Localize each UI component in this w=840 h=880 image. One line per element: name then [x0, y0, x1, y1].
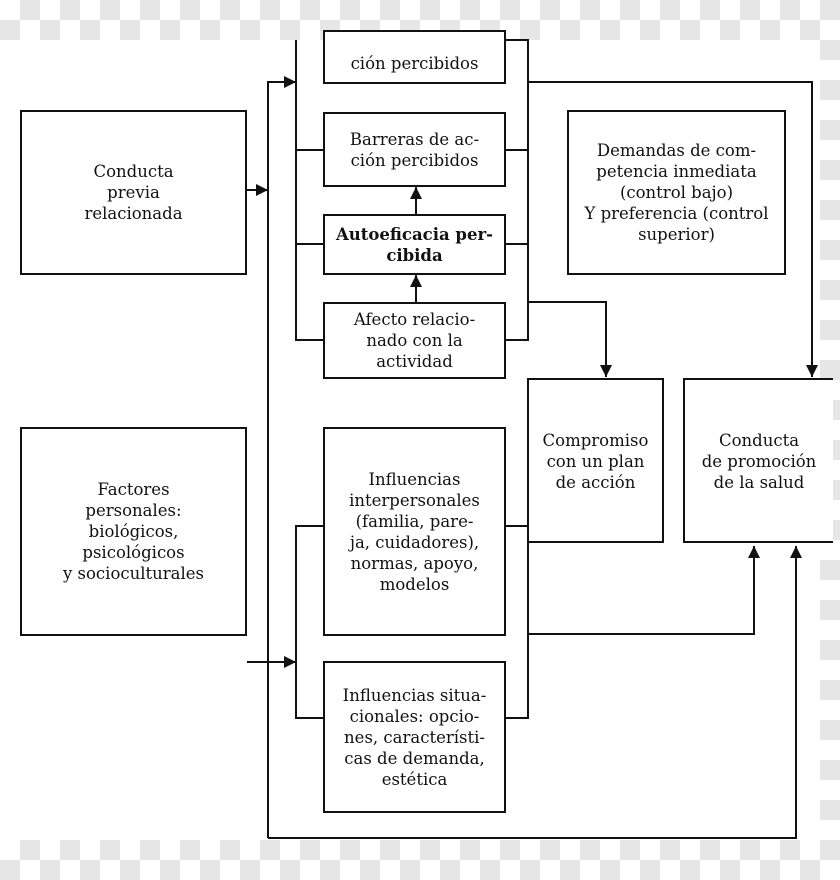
- compromiso-box: Compromiso con un plan de acción: [527, 378, 664, 543]
- barreras-label: Barreras de ac- ción percibidos: [349, 129, 480, 170]
- conducta-promocion-box: Conducta de promoción de la salud: [683, 378, 833, 543]
- autoeficacia-box: Autoeficacia per- cibida: [323, 214, 506, 275]
- situacionales-label: Influencias situa- cionales: opcio- nes,…: [342, 685, 487, 789]
- factores-label: Factores personales: biológicos, psicoló…: [62, 480, 205, 583]
- interpersonales-label: Influencias interpersonales (familia, pa…: [349, 469, 480, 595]
- upper-left-bracket: [295, 40, 324, 341]
- afecto-to-compromiso-line: [528, 301, 612, 377]
- conducta-promocion-label: Conducta de promoción de la salud: [701, 431, 817, 492]
- top-partial-box: ción percibidos: [323, 30, 506, 84]
- lower-left-bracket: [295, 525, 324, 719]
- influences-to-conducta-line: [528, 546, 760, 635]
- compromiso-label: Compromiso con un plan de acción: [542, 431, 649, 492]
- barreras-box: Barreras de ac- ción percibidos: [323, 112, 506, 187]
- top-partial-label: ción percibidos: [350, 54, 479, 73]
- bottom-return-line: [268, 546, 802, 839]
- demandas-box: Demandas de com- petencia inmediata (con…: [567, 110, 786, 275]
- factores-box: Factores personales: biológicos, psicoló…: [20, 427, 247, 636]
- situacionales-box: Influencias situa- cionales: opcio- nes,…: [323, 661, 506, 813]
- lower-right-bracket: [505, 525, 529, 719]
- afecto-label: Afecto relacio- nado con la actividad: [353, 310, 476, 371]
- upper-to-conducta-line: [528, 81, 818, 377]
- conducta-previa-label: Conducta previa relacionada: [84, 162, 183, 223]
- afecto-box: Afecto relacio- nado con la actividad: [323, 302, 506, 379]
- interpersonales-box: Influencias interpersonales (familia, pa…: [323, 427, 506, 636]
- demandas-label: Demandas de com- petencia inmediata (con…: [584, 141, 769, 244]
- autoeficacia-label: Autoeficacia per- cibida: [336, 224, 493, 265]
- interpersonales-label-text: Influencias interpersonales (familia, pa…: [349, 469, 480, 594]
- main-trunk-line: [267, 76, 296, 838]
- conducta-previa-box: Conducta previa relacionada: [20, 110, 247, 275]
- upper-right-bracket: [505, 39, 529, 341]
